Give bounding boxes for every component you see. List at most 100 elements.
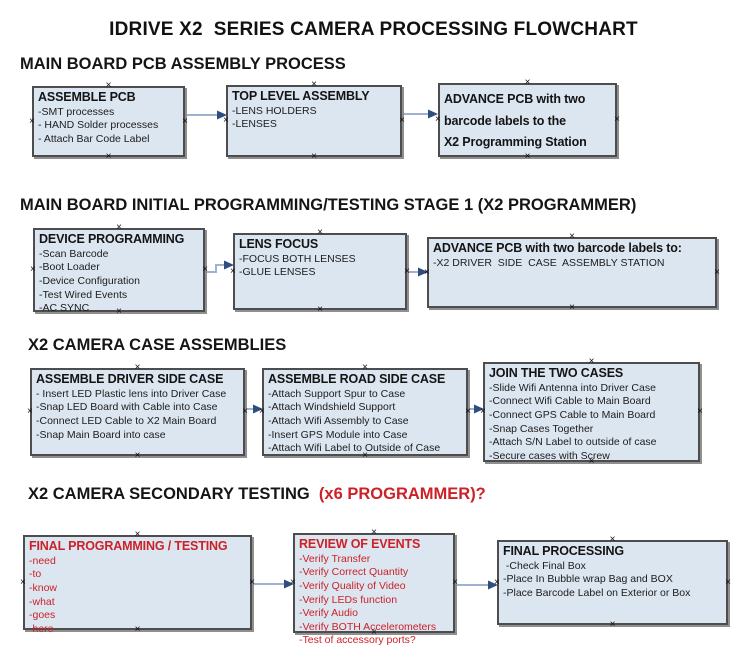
box-item: -Verify Quality of Video bbox=[299, 579, 406, 592]
connection-point-icon: × bbox=[714, 266, 720, 278]
box-item: -know bbox=[29, 581, 58, 594]
box-item: -what bbox=[29, 595, 55, 608]
box-item: -Connect GPS Cable to Main Board bbox=[489, 408, 656, 421]
connection-point-icon: × bbox=[480, 406, 486, 417]
box-item: -SMT processes bbox=[38, 105, 115, 118]
box-item: -Attach Wifi Assembly to Case bbox=[268, 414, 409, 427]
connection-point-icon: × bbox=[20, 576, 26, 588]
connection-point-icon: × bbox=[223, 115, 229, 126]
box-item: -to bbox=[29, 568, 42, 581]
section-heading-pcb-assembly: MAIN BOARD PCB ASSEMBLY PROCESS bbox=[20, 55, 346, 74]
connection-point-icon: × bbox=[725, 576, 731, 588]
connection-point-icon: × bbox=[290, 577, 296, 588]
box-item: -Attach Support Spur to Case bbox=[268, 387, 406, 400]
connection-point-icon: × bbox=[614, 114, 620, 125]
flow-box-assemble-road-side-case: × × × × ASSEMBLE ROAD SIDE CASE -Attach … bbox=[259, 363, 471, 461]
flow-arrow-pcb-to-toplevel bbox=[187, 110, 227, 120]
connection-point-icon: × bbox=[435, 114, 441, 125]
connection-point-icon: × bbox=[465, 406, 471, 417]
flow-arrow-lensfocus-to-advance bbox=[409, 267, 428, 277]
box-item: -Test Wired Events bbox=[39, 288, 128, 301]
box-item: -Test of accessory ports? bbox=[299, 634, 416, 647]
box-item: -Snap Cases Together bbox=[489, 422, 594, 435]
connection-point-icon: × bbox=[202, 264, 208, 275]
box-item: -AC SYNC bbox=[39, 302, 90, 315]
section-heading-text: MAIN BOARD INITIAL PROGRAMMING/TESTING S… bbox=[20, 196, 637, 214]
box-title: FINAL PROCESSING bbox=[503, 544, 624, 558]
box-item: -Verify LEDs function bbox=[299, 593, 398, 606]
box-item: -Attach S/N Label to outside of case bbox=[489, 436, 657, 449]
box-item: -Slide Wifi Antenna into Driver Case bbox=[489, 381, 656, 394]
box-title: JOIN THE TWO CASES bbox=[489, 366, 624, 380]
section-heading-secondary-testing: X2 CAMERA SECONDARY TESTING (x6 PROGRAMM… bbox=[28, 485, 486, 504]
box-title: FINAL PROGRAMMING / TESTING bbox=[29, 539, 228, 553]
connection-point-icon: × bbox=[569, 302, 575, 313]
flow-box-review-of-events: × × × × REVIEW OF EVENTS -Verify Transfe… bbox=[290, 528, 458, 647]
connection-point-icon: × bbox=[697, 406, 703, 417]
flow-box-final-programming-testing: × × × × FINAL PROGRAMMING / TESTING -nee… bbox=[20, 530, 255, 635]
connection-point-icon: × bbox=[242, 406, 248, 417]
connection-point-icon: × bbox=[249, 576, 255, 588]
box-title: REVIEW OF EVENTS bbox=[299, 537, 421, 551]
box-item: -here bbox=[29, 622, 54, 635]
box-item: -Secure cases with Screw bbox=[489, 449, 610, 462]
connection-point-icon: × bbox=[524, 151, 531, 162]
flow-box-assemble-driver-side-case: × × × × ASSEMBLE DRIVER SIDE CASE - Inse… bbox=[27, 363, 248, 461]
box-item: -LENSES bbox=[232, 118, 277, 131]
flow-box-top-level-assembly: × × × × TOP LEVEL ASSEMBLY -LENS HOLDERS… bbox=[223, 80, 405, 162]
connection-point-icon: × bbox=[230, 265, 236, 277]
box-item: -Check Final Box bbox=[503, 559, 586, 572]
box-item: -Snap Main Board into case bbox=[36, 428, 166, 441]
flow-arrow-roadside-to-join bbox=[470, 404, 484, 414]
flow-box-advance-pcb-programming-station: × × × × ADVANCE PCB with two barcode lab… bbox=[435, 78, 620, 162]
box-item: -Insert GPS Module into Case bbox=[268, 428, 408, 441]
box-title: LENS FOCUS bbox=[239, 237, 319, 251]
connection-point-icon: × bbox=[30, 264, 36, 275]
box-title: TOP LEVEL ASSEMBLY bbox=[232, 89, 370, 103]
connection-point-icon: × bbox=[424, 266, 430, 278]
box-item: -Connect Wifi Cable to Main Board bbox=[489, 395, 651, 408]
box-item: -Place Barcode Label on Exterior or Box bbox=[503, 586, 691, 599]
flow-arrow-toplevel-to-advance bbox=[404, 109, 438, 119]
box-item: - Insert LED Plastic lens into Driver Ca… bbox=[36, 387, 227, 400]
section-heading-text: MAIN BOARD PCB ASSEMBLY PROCESS bbox=[20, 55, 346, 73]
page-title: IDRIVE X2 SERIES CAMERA PROCESSING FLOWC… bbox=[109, 19, 638, 40]
connection-point-icon: × bbox=[182, 115, 188, 127]
box-item: -need bbox=[29, 554, 56, 567]
box-item: -FOCUS BOTH LENSES bbox=[239, 252, 356, 265]
box-item: -GLUE LENSES bbox=[239, 266, 316, 279]
box-item: -Scan Barcode bbox=[39, 247, 109, 260]
box-item: -Verify Correct Quantity bbox=[299, 566, 409, 579]
flow-box-final-processing: × × × × FINAL PROCESSING -Check Final Bo… bbox=[494, 535, 731, 630]
connection-point-icon: × bbox=[27, 406, 33, 417]
connection-point-icon: × bbox=[105, 151, 112, 162]
flow-box-advance-pcb-driver-side-station: × × × × ADVANCE PCB with two barcode lab… bbox=[424, 232, 720, 313]
flow-arrow-driverside-to-roadside bbox=[247, 404, 263, 414]
connection-point-icon: × bbox=[134, 450, 141, 461]
box-item: -Verify BOTH Accelerometers bbox=[299, 620, 437, 633]
connection-point-icon: × bbox=[311, 151, 317, 162]
flow-box-device-programming: × × × × DEVICE PROGRAMMING -Scan Barcode… bbox=[30, 223, 208, 317]
box-item: -Verify Audio bbox=[299, 607, 358, 620]
connection-point-icon: × bbox=[609, 619, 616, 630]
box-item: -Device Configuration bbox=[39, 274, 140, 287]
box-title: ASSEMBLE DRIVER SIDE CASE bbox=[36, 372, 224, 386]
box-item: -Connect LED Cable to X2 Main Board bbox=[36, 414, 217, 427]
box-item: - HAND Solder processes bbox=[38, 119, 159, 132]
flow-arrow-finalprog-to-review bbox=[254, 579, 294, 589]
box-item: -Snap LED Board with Cable into Case bbox=[36, 401, 218, 414]
flow-arrow-review-to-finalprocessing bbox=[457, 580, 498, 590]
box-title: ASSEMBLE PCB bbox=[38, 90, 136, 104]
flow-box-assemble-pcb: × × × × ASSEMBLE PCB -SMT processes - HA… bbox=[29, 81, 188, 162]
connection-point-icon: × bbox=[259, 406, 265, 417]
connection-point-icon: × bbox=[452, 577, 458, 588]
box-item: - Attach Bar Code Label bbox=[38, 132, 150, 145]
connection-point-icon: × bbox=[29, 115, 35, 127]
flow-arrow-deviceprog-to-lensfocus bbox=[207, 260, 234, 273]
section-heading-initial-programming: MAIN BOARD INITIAL PROGRAMMING/TESTING S… bbox=[20, 196, 636, 215]
box-item: -Place In Bubble wrap Bag and BOX bbox=[503, 573, 673, 586]
connection-point-icon: × bbox=[317, 304, 323, 315]
box-item: -Attach Windshield Support bbox=[268, 401, 396, 414]
section-heading-text: X2 CAMERA SECONDARY TESTING bbox=[28, 485, 315, 503]
box-title: ADVANCE PCB with two barcode labels to: bbox=[433, 241, 682, 255]
